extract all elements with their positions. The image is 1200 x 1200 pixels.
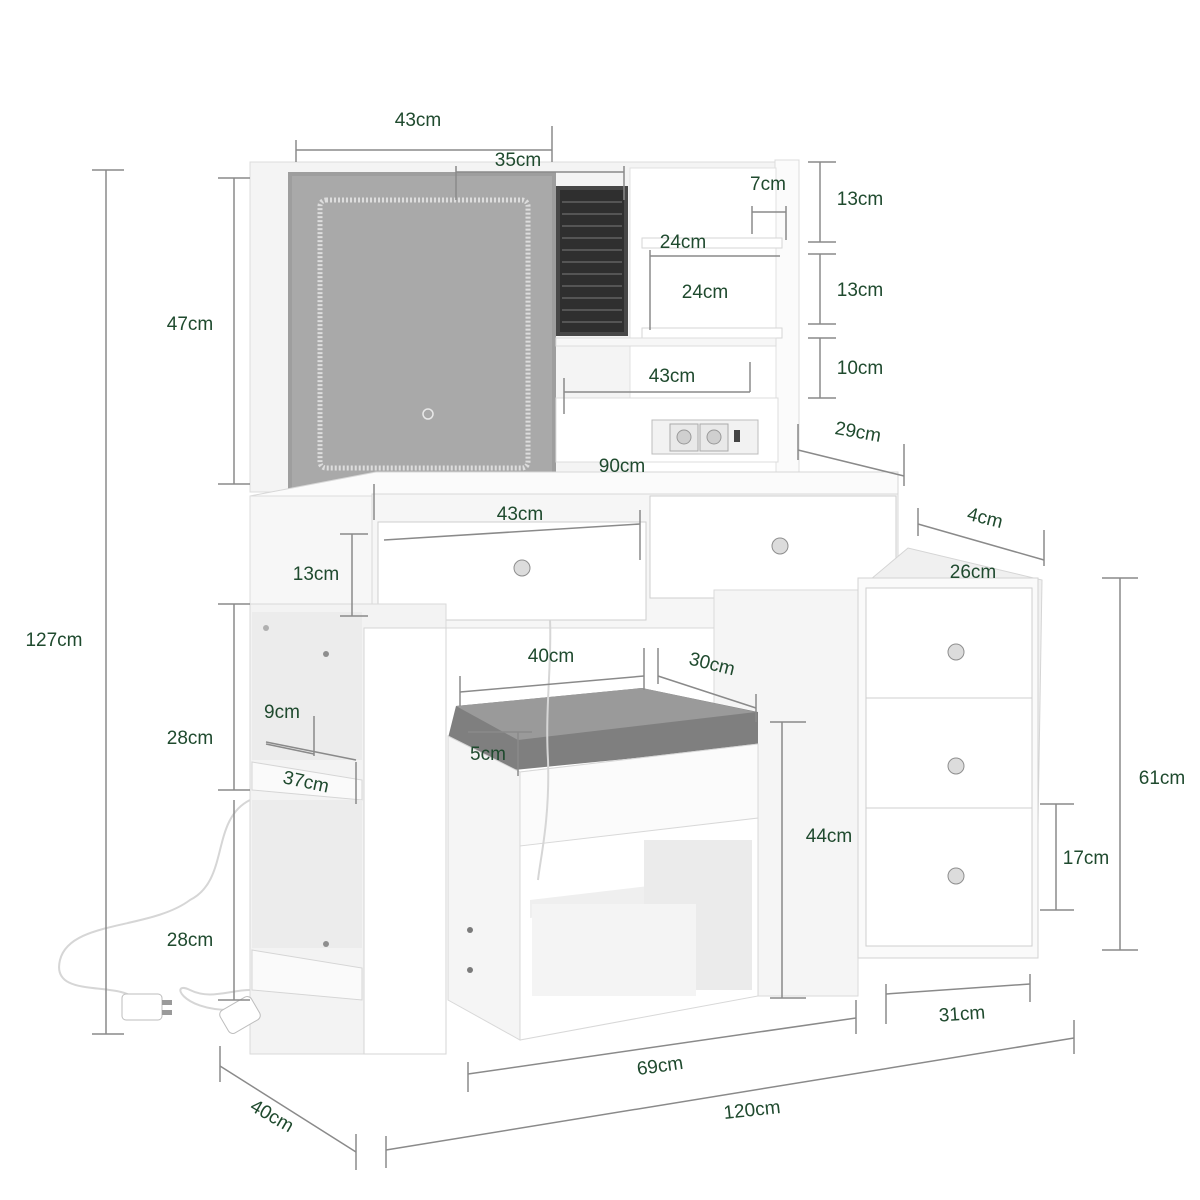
drawer-knob-icon (947, 867, 965, 885)
stool (447, 688, 759, 1041)
drawer-knob-icon (771, 537, 789, 555)
label-hutch-height: 47cm (167, 314, 213, 335)
label-side-shelf-depth: 9cm (264, 702, 300, 723)
drawer-knob-icon (947, 757, 965, 775)
label-drawer-width: 43cm (497, 504, 543, 525)
jewelry-panel (556, 186, 628, 336)
label-side-shelf-height-lower: 28cm (167, 930, 213, 951)
led-mirror (288, 172, 556, 496)
label-cabinet-width: 31cm (938, 1002, 986, 1026)
touch-button-icon (422, 408, 434, 420)
label-desk-width: 90cm (599, 456, 645, 477)
label-cabinet-height: 61cm (1139, 768, 1185, 789)
label-shelf-width-1: 24cm (660, 232, 706, 253)
drawer-cabinet (713, 547, 1043, 997)
label-shelf-height-1: 13cm (837, 189, 883, 210)
usb-port-icon (734, 430, 740, 442)
label-total-height: 127cm (25, 630, 82, 651)
label-lower-shelf-height: 10cm (837, 358, 883, 379)
power-strip (651, 419, 759, 455)
label-drawer-height: 13cm (293, 564, 339, 585)
label-stool-width: 40cm (528, 646, 574, 667)
label-lower-shelf-width: 43cm (649, 366, 695, 387)
label-mirror-width: 35cm (495, 150, 541, 171)
label-offset-depth: 4cm (965, 504, 1005, 533)
label-total-width: 120cm (723, 1097, 782, 1124)
label-side-shelf-height-upper: 28cm (167, 728, 213, 749)
label-cabinet-top-depth: 26cm (950, 562, 996, 583)
power-adapter-icon (121, 993, 172, 1021)
label-stool-height: 44cm (806, 826, 852, 847)
label-knee-space-width: 69cm (636, 1053, 685, 1080)
drawer-knob-icon (513, 559, 531, 577)
label-shelf-width-2: 24cm (682, 282, 728, 303)
drawer-knob-icon (947, 643, 965, 661)
plug-icon (219, 996, 261, 1034)
dimension-lines (92, 126, 1138, 1170)
label-total-depth: 40cm (246, 1096, 297, 1137)
label-mirror-cabinet-width: 43cm (395, 110, 441, 131)
hutch-right-side (774, 159, 800, 491)
power-cable (58, 619, 552, 1011)
label-shelf-depth: 7cm (750, 174, 786, 195)
left-shelf-unit (249, 603, 447, 1055)
label-cabinet-drawer-height: 17cm (1063, 848, 1109, 869)
cabinet-drawer-1 (865, 587, 1033, 703)
vanity-furniture (58, 159, 1043, 1055)
label-cushion-height: 5cm (470, 744, 506, 765)
label-hutch-depth: 29cm (833, 418, 882, 447)
cabinet-drawer-2 (865, 697, 1033, 821)
label-shelf-height-2: 13cm (837, 280, 883, 301)
